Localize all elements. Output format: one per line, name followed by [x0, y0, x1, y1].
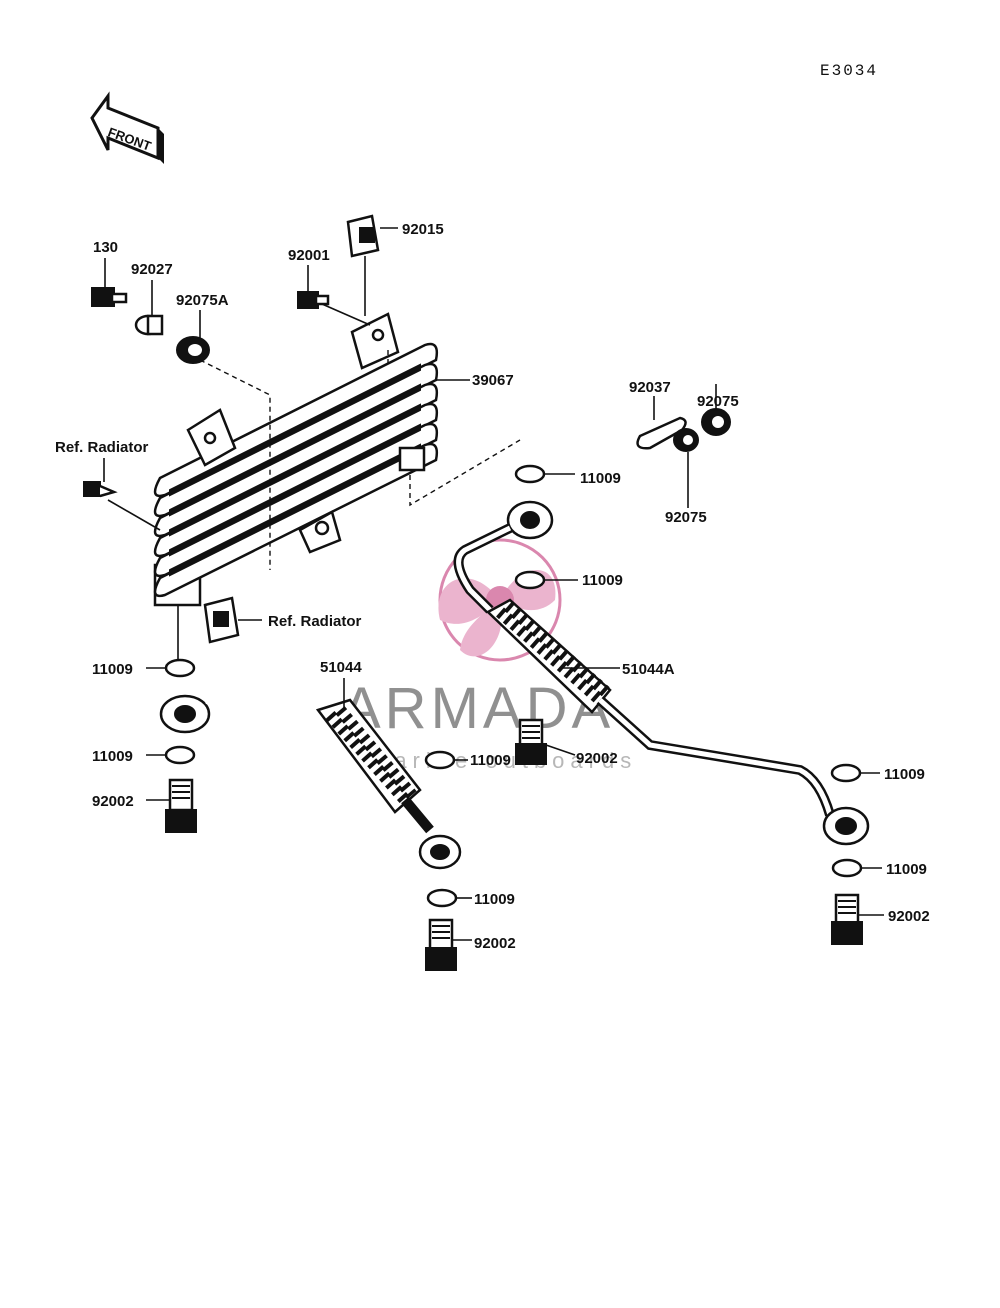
watermark-tagline: marine outboards	[370, 748, 637, 773]
collar-92027	[134, 314, 164, 336]
label-11009-a: 11009	[580, 470, 621, 487]
banjo-bolts-92002	[165, 718, 863, 971]
label-39067: 39067	[472, 372, 514, 389]
label-92015: 92015	[402, 221, 444, 238]
diagram-code: E3034	[820, 62, 878, 80]
label-92075-lower: 92075	[665, 509, 707, 526]
bolt-130	[91, 287, 128, 307]
leader-lines	[103, 227, 884, 941]
label-92075-upper: 92075	[697, 393, 739, 410]
label-ref-radiator-1: Ref. Radiator	[55, 439, 149, 456]
part-labels: 130 92027 92075A 92001 92015 39067 Ref. …	[55, 221, 930, 952]
label-11009-g: 11009	[884, 766, 925, 783]
hose-51044A	[453, 500, 870, 846]
label-11009-e: 11009	[470, 752, 511, 769]
grommet-92075-lower	[673, 428, 699, 452]
grommet-92075-upper	[701, 408, 731, 436]
hose-51044	[159, 672, 462, 870]
label-11009-d: 11009	[92, 748, 133, 765]
label-11009-c: 11009	[92, 661, 133, 678]
label-ref-radiator-2: Ref. Radiator	[268, 613, 362, 630]
label-51044: 51044	[320, 659, 362, 676]
grommet-92075A	[176, 336, 210, 364]
label-11009-h: 11009	[886, 861, 927, 878]
clip-ref-radiator	[203, 596, 240, 644]
label-11009-f: 11009	[474, 891, 515, 908]
label-92002-d: 92002	[888, 908, 930, 925]
label-92037: 92037	[629, 379, 671, 396]
label-92027: 92027	[131, 261, 173, 278]
bracket-92015	[346, 214, 380, 258]
label-51044A: 51044A	[622, 661, 675, 678]
label-11009-b: 11009	[582, 572, 623, 589]
label-92002-a: 92002	[92, 793, 134, 810]
label-92002-c: 92002	[474, 935, 516, 952]
bolt-92001	[297, 291, 330, 309]
screw-ref-radiator	[83, 481, 118, 498]
label-130: 130	[93, 239, 118, 256]
oil-cooler	[153, 312, 439, 607]
label-92001: 92001	[288, 247, 330, 264]
front-arrow-icon: FRONT	[90, 91, 164, 164]
label-92075A: 92075A	[176, 292, 229, 309]
label-92002-b: 92002	[576, 750, 618, 767]
